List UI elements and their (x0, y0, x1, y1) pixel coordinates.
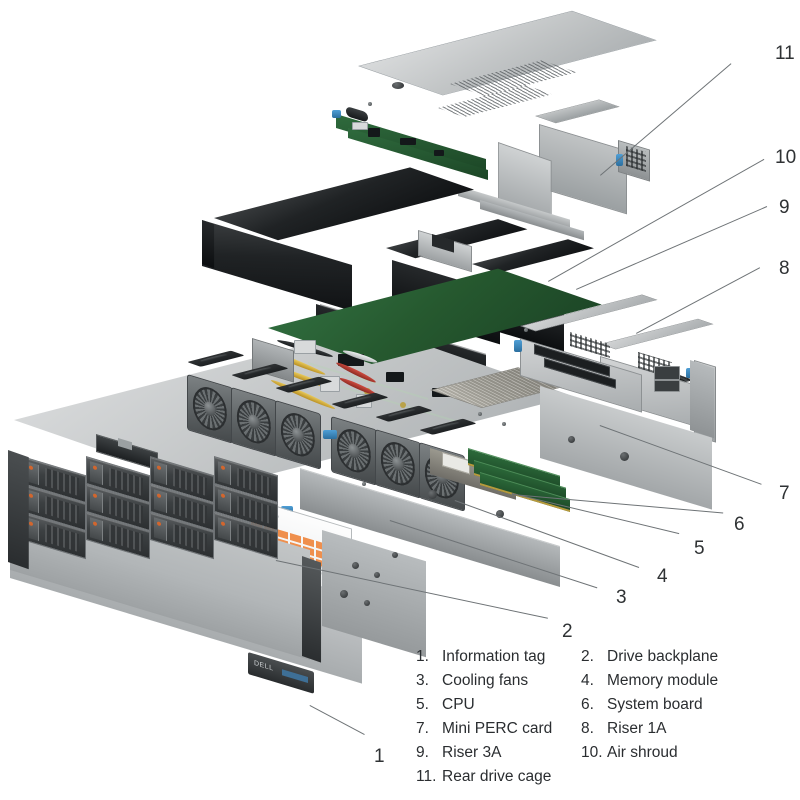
callout-number-1: 1 (374, 746, 385, 767)
callout-number-4: 4 (657, 566, 668, 587)
legend-index: 4. (581, 672, 594, 689)
legend-item-2: 2. Drive backplane (581, 648, 781, 666)
legend-index: 7. (416, 720, 429, 737)
legend-label: CPU (442, 696, 475, 713)
legend-item-3: 3. Cooling fans (416, 672, 581, 690)
legend-label: Cooling fans (442, 672, 529, 689)
legend-row: 9. Riser 3A 10. Air shroud (416, 744, 792, 768)
legend-index: 3. (416, 672, 429, 689)
legend-label: Air shroud (607, 744, 678, 761)
legend-row: 1. Information tag 2. Drive backplane (416, 648, 792, 672)
callout-number-8: 8 (779, 258, 790, 279)
legend-index: 10. (581, 744, 603, 761)
legend-index: 11. (416, 768, 437, 785)
legend-row: 3. Cooling fans 4. Memory module (416, 672, 792, 696)
legend-item-4: 4. Memory module (581, 672, 781, 690)
legend-item-9: 9. Riser 3A (416, 744, 581, 762)
chassis: DELL (0, 268, 760, 760)
legend-label: Mini PERC card (442, 720, 553, 737)
legend: 1. Information tag 2. Drive backplane 3.… (416, 648, 792, 792)
legend-label: Drive backplane (607, 648, 719, 665)
callout-number-6: 6 (734, 514, 745, 535)
legend-index: 2. (581, 648, 594, 665)
callout-number-5: 5 (694, 538, 705, 559)
legend-label: Riser 3A (442, 744, 502, 761)
legend-item-5: 5. CPU (416, 696, 581, 714)
cpu-heatsink (430, 367, 570, 500)
callout-number-7: 7 (779, 483, 790, 504)
legend-label: System board (607, 696, 703, 713)
callout-number-3: 3 (616, 587, 627, 608)
legend-label: Rear drive cage (442, 768, 552, 785)
legend-label: Information tag (442, 648, 546, 665)
legend-item-11: 11. Rear drive cage (416, 768, 581, 786)
legend-index: 6. (581, 696, 594, 713)
riser-3a (500, 294, 680, 432)
callout-number-11: 11 (775, 43, 795, 64)
drive-backplane (300, 468, 600, 588)
legend-item-7: 7. Mini PERC card (416, 720, 581, 738)
legend-index: 9. (416, 744, 429, 761)
legend-row: 5. CPU 6. System board (416, 696, 792, 720)
legend-row: 11. Rear drive cage (416, 768, 792, 792)
callout-number-2: 2 (562, 621, 573, 642)
legend-index: 8. (581, 720, 594, 737)
legend-item-1: 1. Information tag (416, 648, 581, 666)
legend-label: Riser 1A (607, 720, 667, 737)
legend-label: Memory module (607, 672, 719, 689)
legend-index: 5. (416, 696, 429, 713)
callout-number-10: 10 (775, 147, 797, 168)
legend-item-6: 6. System board (581, 696, 781, 714)
rear-drive-cage (330, 10, 670, 241)
callout-number-9: 9 (779, 197, 790, 218)
legend-index: 1. (416, 648, 429, 665)
legend-item-10: 10. Air shroud (581, 744, 781, 762)
legend-item-8: 8. Riser 1A (581, 720, 781, 738)
legend-row: 7. Mini PERC card 8. Riser 1A (416, 720, 792, 744)
